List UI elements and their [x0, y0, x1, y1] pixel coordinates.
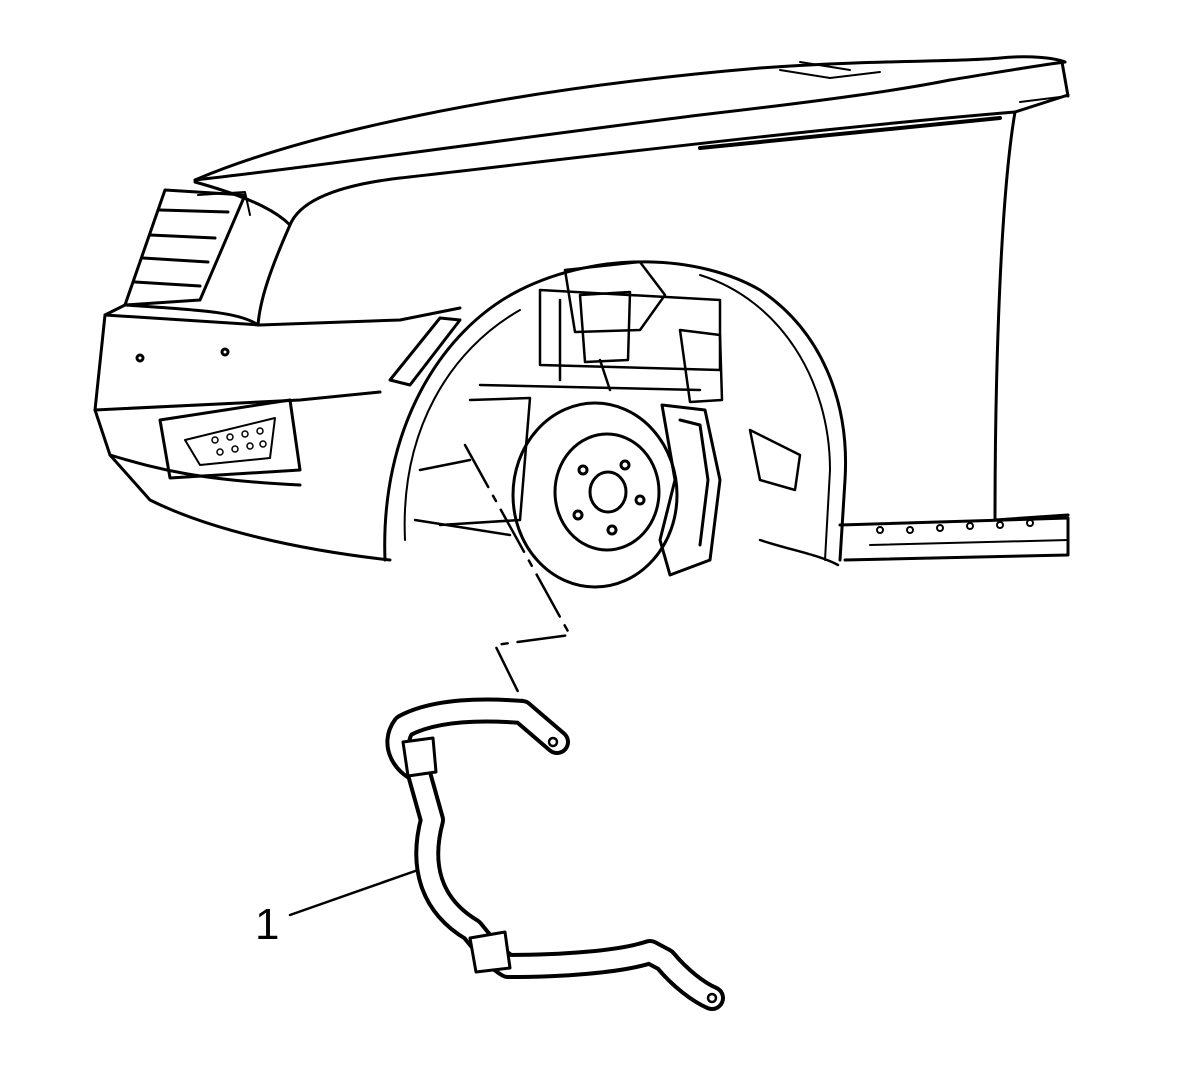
stabilizer-bar [385, 697, 725, 1011]
fender [193, 60, 1070, 522]
wheel-arch [383, 260, 1070, 562]
callout-1-label: 1 [255, 900, 280, 949]
brake-rotor [511, 401, 679, 589]
rocker-panel [869, 519, 1069, 546]
brake-caliper [658, 403, 722, 577]
callout-leader [288, 868, 420, 917]
locator-leader-line [463, 443, 572, 714]
hood [193, 55, 1067, 182]
strut-assembly [413, 260, 724, 537]
stabilizer-bushing [401, 736, 512, 974]
liner-vent [748, 428, 840, 567]
front-bumper [93, 303, 462, 562]
grille [123, 188, 251, 307]
fog-lamp [158, 398, 302, 480]
